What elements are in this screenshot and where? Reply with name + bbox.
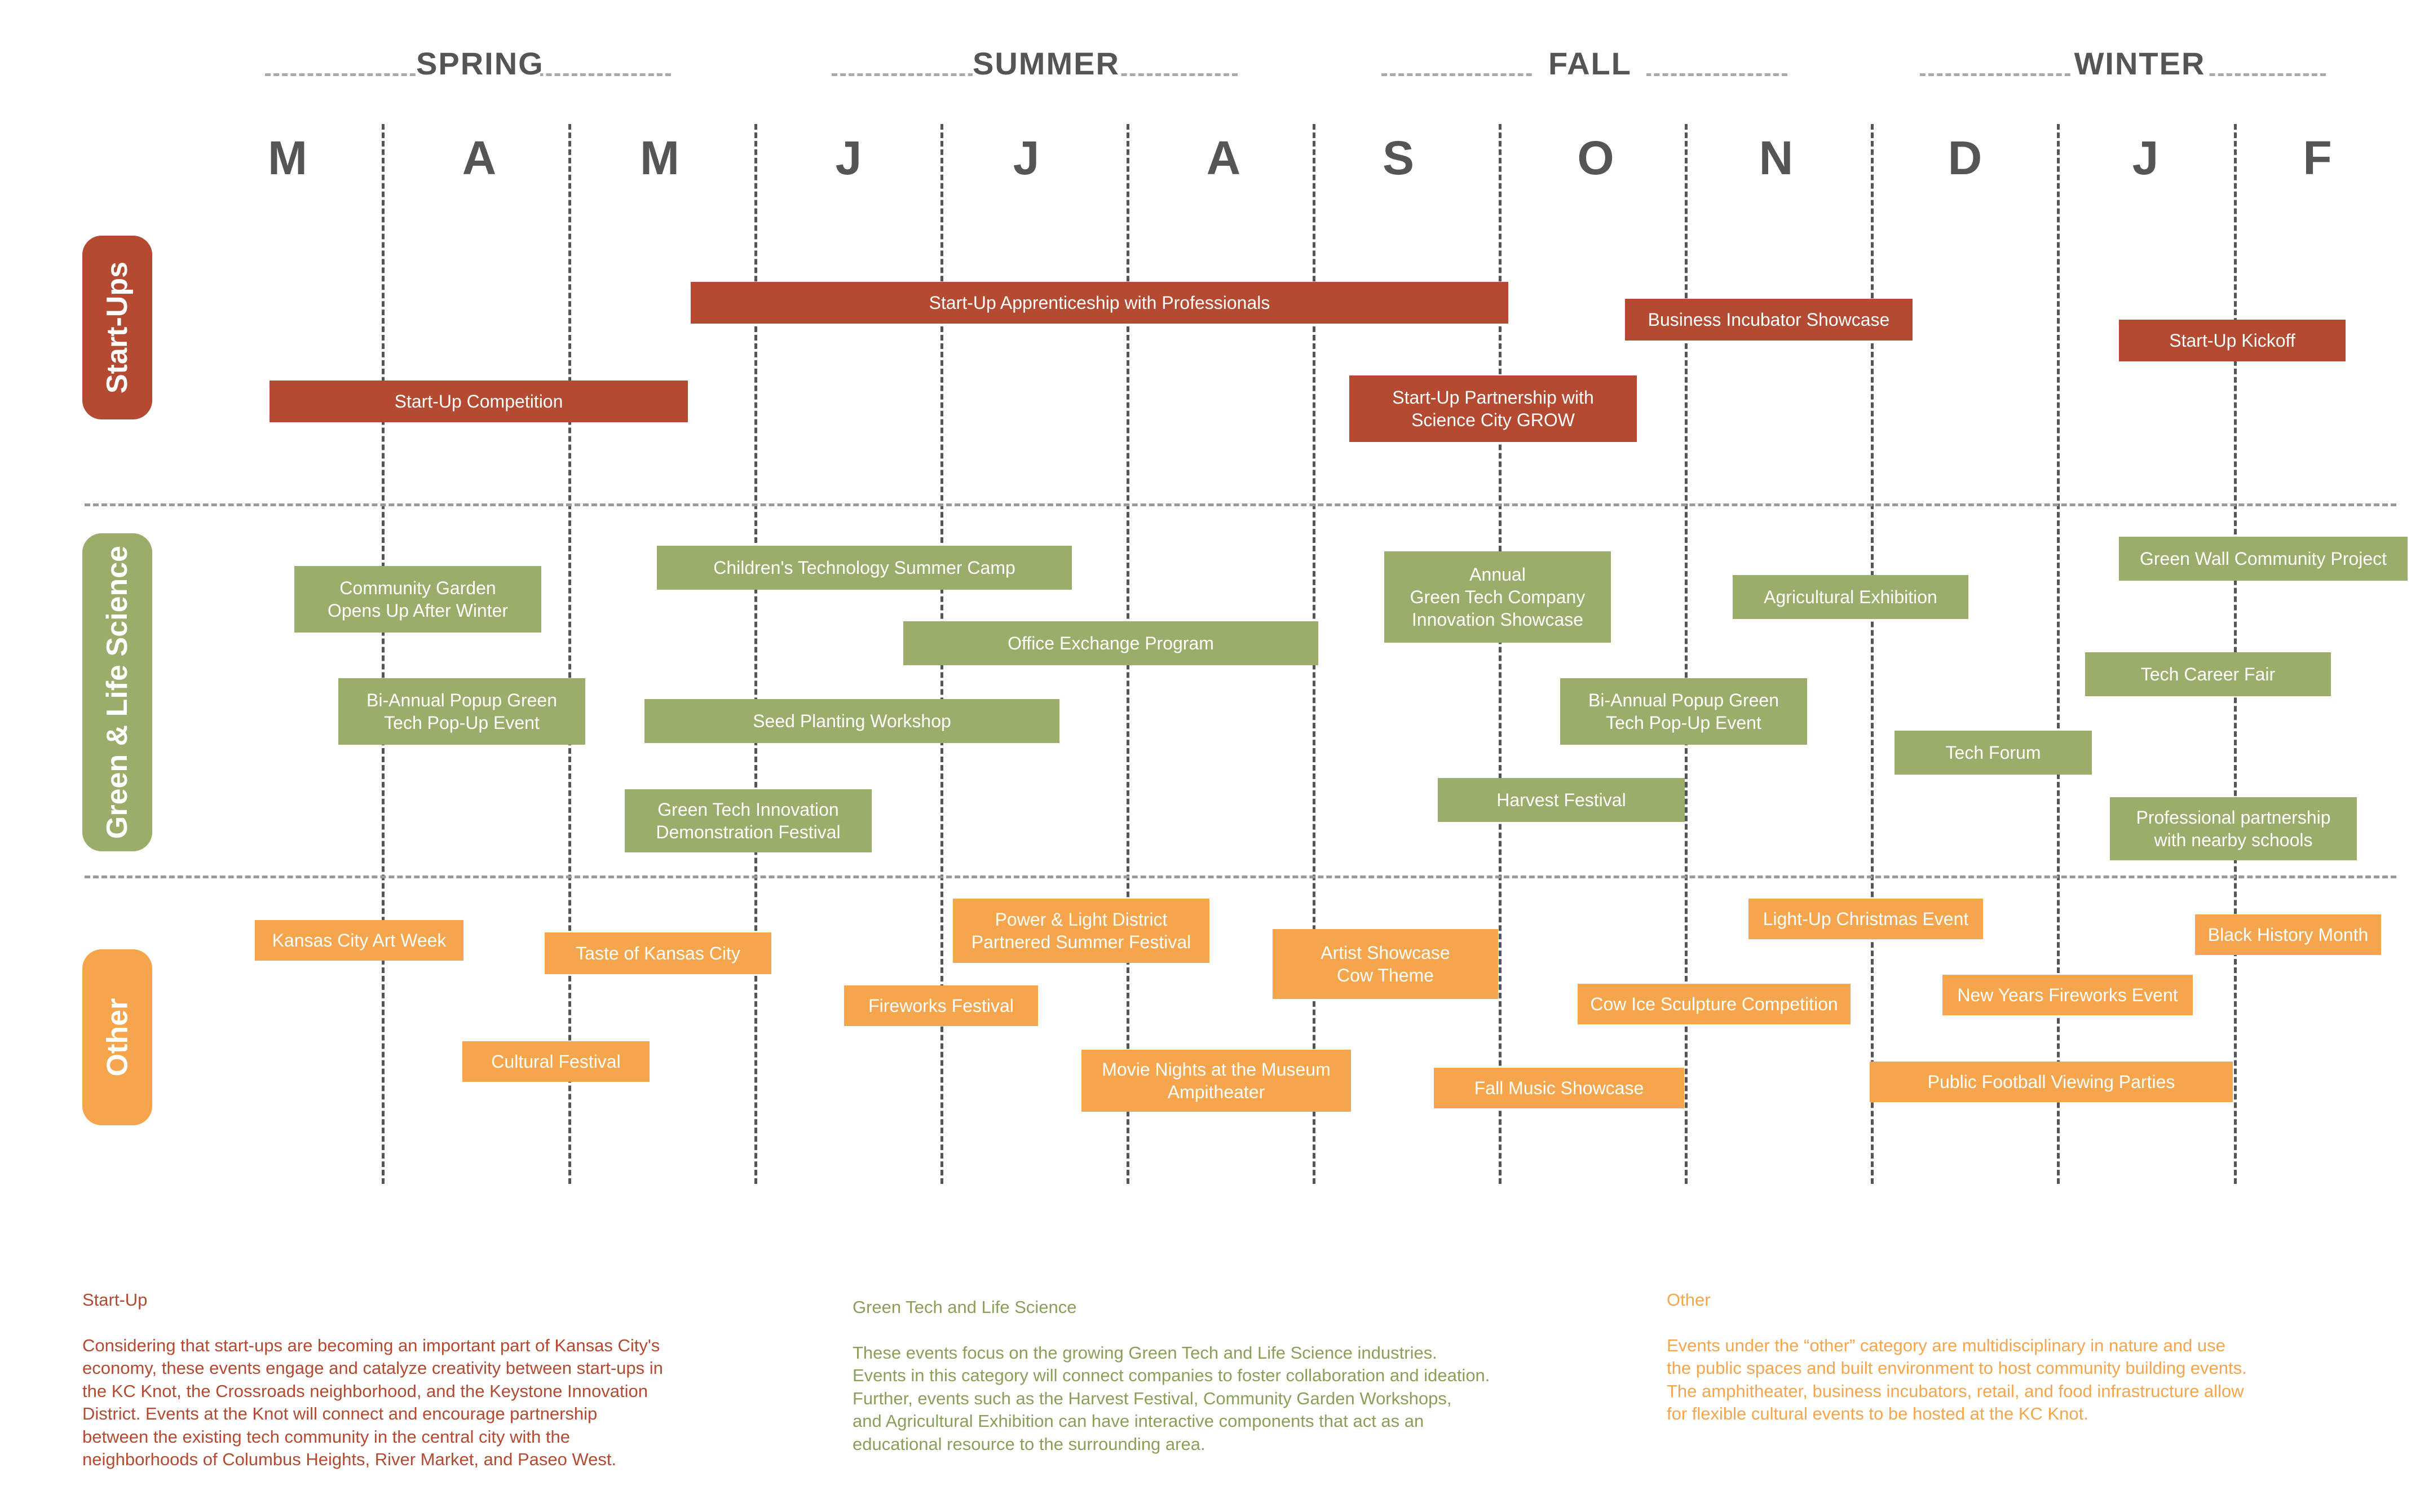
event-other: Artist Showcase Cow Theme	[1273, 929, 1498, 999]
category-green: Green & Life Science	[82, 533, 152, 851]
event-green: Agricultural Exhibition	[1733, 575, 1968, 619]
event-other: Black History Month	[2195, 914, 2381, 955]
month-label: J	[2132, 131, 2159, 184]
month-label: D	[1948, 131, 1982, 184]
description-other-title: Other	[1667, 1289, 1711, 1310]
event-green: Seed Planting Workshop	[644, 699, 1059, 743]
event-green: Tech Career Fair	[2085, 652, 2331, 696]
month-label: M	[640, 131, 679, 184]
month-divider	[1871, 124, 1874, 1184]
description-green: Green Tech and Life Science These events…	[853, 1273, 1490, 1479]
description-green-body: These events focus on the growing Green …	[853, 1342, 1490, 1454]
month-divider	[568, 124, 571, 1184]
category-startups-label: Start-Ups	[101, 261, 134, 394]
event-other: Cultural Festival	[462, 1041, 650, 1082]
category-startups: Start-Ups	[82, 236, 152, 419]
description-green-title: Green Tech and Life Science	[853, 1297, 1077, 1317]
event-other: Fireworks Festival	[844, 985, 1038, 1026]
event-other: Kansas City Art Week	[255, 920, 463, 961]
event-other: Taste of Kansas City	[545, 932, 771, 974]
month-label: J	[835, 131, 862, 184]
event-other: Light-Up Christmas Event	[1748, 899, 1983, 939]
category-other: Other	[82, 949, 152, 1125]
season-spring: SPRING	[416, 45, 544, 82]
event-green: Green Wall Community Project	[2119, 537, 2408, 581]
month-label: O	[1577, 131, 1614, 184]
event-other: New Years Fireworks Event	[1942, 975, 2193, 1015]
month-label: A	[1206, 131, 1241, 184]
season-summer: SUMMER	[973, 45, 1120, 82]
event-green: Bi-Annual Popup Green Tech Pop-Up Event	[1560, 678, 1807, 745]
description-startups-title: Start-Up	[82, 1289, 148, 1310]
event-green: Office Exchange Program	[903, 621, 1318, 665]
event-other: Power & Light District Partnered Summer …	[953, 899, 1209, 963]
month-label: N	[1759, 131, 1794, 184]
month-label: M	[268, 131, 307, 184]
category-divider	[85, 876, 2396, 878]
category-divider	[85, 503, 2396, 506]
event-other: Cow Ice Sculpture Competition	[1578, 984, 1851, 1024]
event-green: Professional partnership with nearby sch…	[2110, 797, 2357, 860]
event-green: Bi-Annual Popup Green Tech Pop-Up Event	[338, 678, 585, 745]
event-green: Tech Forum	[1895, 731, 2092, 775]
month-label: J	[1013, 131, 1040, 184]
event-green: Annual Green Tech Company Innovation Sho…	[1384, 551, 1611, 643]
month-label: F	[2303, 131, 2332, 184]
month-divider	[2057, 124, 2060, 1184]
event-green: Harvest Festival	[1438, 778, 1685, 822]
event-other: Fall Music Showcase	[1434, 1068, 1684, 1108]
event-startup: Start-Up Apprenticeship with Professiona…	[691, 282, 1508, 324]
event-startup: Business Incubator Showcase	[1625, 299, 1913, 341]
month-divider	[1499, 124, 1502, 1184]
description-startups: Start-Up Considering that start-ups are …	[82, 1266, 663, 1494]
event-green: Children's Technology Summer Camp	[657, 546, 1072, 590]
month-label: A	[462, 131, 497, 184]
season-winter: WINTER	[2072, 45, 2207, 82]
event-other: Movie Nights at the Museum Ampitheater	[1081, 1050, 1351, 1112]
category-other-label: Other	[101, 998, 134, 1077]
month-divider	[1685, 124, 1688, 1184]
category-green-label: Green & Life Science	[101, 545, 134, 839]
description-other: Other Events under the “other” category …	[1667, 1266, 2247, 1448]
event-startup: Start-Up Partnership with Science City G…	[1349, 375, 1637, 442]
event-startup: Start-Up Kickoff	[2119, 320, 2346, 361]
month-divider	[382, 124, 385, 1184]
season-fall: FALL	[1534, 45, 1646, 82]
description-startups-body: Considering that start-ups are becoming …	[82, 1335, 663, 1470]
event-green: Green Tech Innovation Demonstration Fest…	[625, 789, 872, 852]
description-other-body: Events under the “other” category are mu…	[1667, 1335, 2247, 1424]
event-startup: Start-Up Competition	[270, 381, 688, 422]
month-divider	[754, 124, 757, 1184]
month-label: S	[1382, 131, 1415, 184]
event-green: Community Garden Opens Up After Winter	[294, 566, 541, 633]
event-other: Public Football Viewing Parties	[1870, 1062, 2233, 1102]
